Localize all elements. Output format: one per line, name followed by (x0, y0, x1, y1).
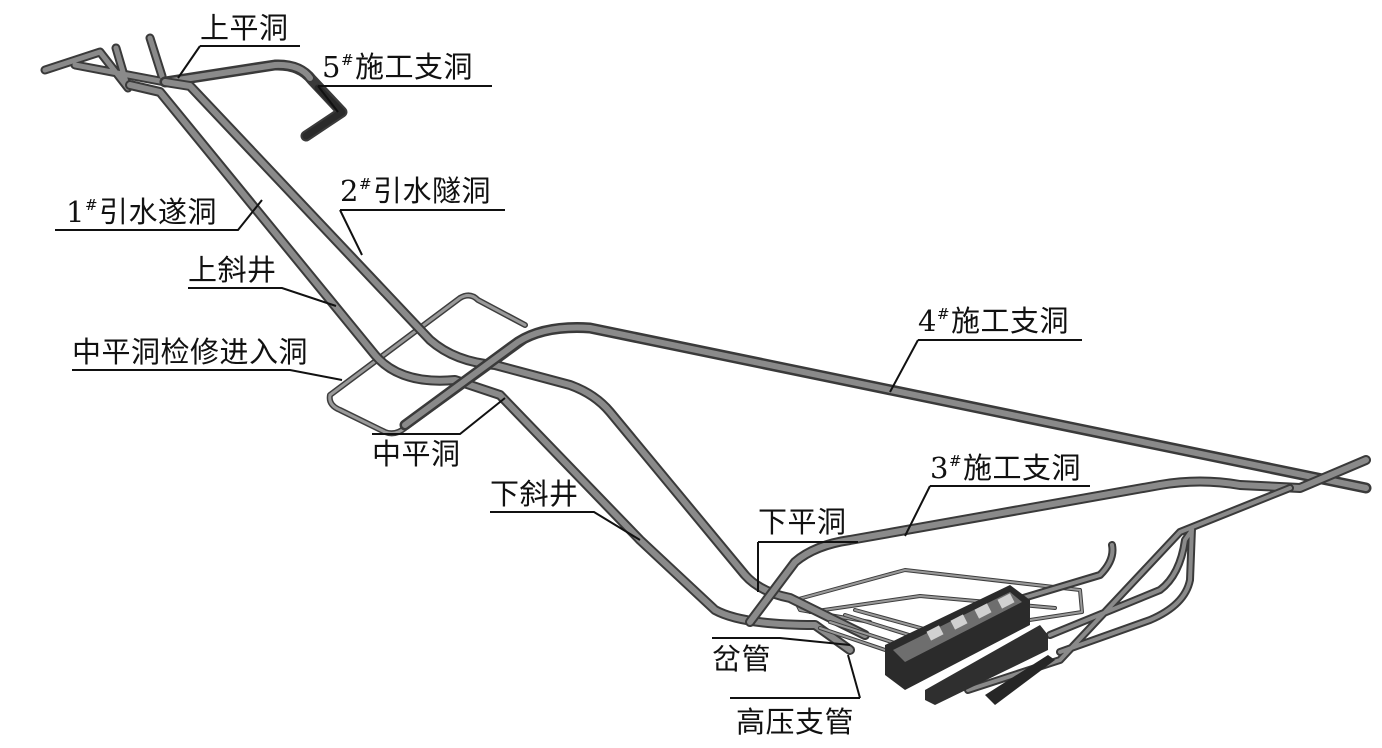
leader-lines (55, 45, 1090, 699)
label-hp-branch-pipe: 高压支管 (736, 708, 854, 737)
label-text: 施工支洞 (355, 50, 474, 84)
label-adit3: 3#施工支洞 (930, 454, 1081, 483)
label-text: 中平洞检修进入洞 (72, 335, 309, 369)
middle-access-loop (326, 292, 543, 437)
label-adit5: 5#施工支洞 (322, 53, 473, 82)
label-number: 1 (66, 195, 85, 229)
label-upper-flat-tunnel: 上平洞 (200, 14, 289, 43)
label-text: 上斜井 (188, 253, 277, 287)
adit4-tunnel (399, 322, 1372, 494)
adit3-tunnel (745, 455, 1371, 627)
label-number: 3 (930, 451, 949, 485)
tunnel1-path (125, 80, 855, 655)
label-number: 4 (918, 304, 937, 338)
label-lower-flat-tunnel: 下平洞 (758, 508, 847, 537)
label-number: 2 (340, 174, 359, 208)
label-text: 岔管 (712, 642, 772, 676)
label-lower-incline: 下斜井 (490, 480, 579, 509)
label-text: 下平洞 (758, 505, 847, 539)
label-text: 下斜井 (490, 477, 579, 511)
label-text: 上平洞 (200, 11, 289, 45)
label-mark: # (936, 305, 951, 323)
label-bifurcation: 岔管 (712, 645, 771, 674)
label-text: 施工支洞 (951, 304, 1070, 338)
label-text: 引水隧洞 (373, 174, 492, 208)
label-mark: # (948, 452, 963, 470)
label-adit4: 4#施工支洞 (918, 307, 1069, 336)
label-number: 5 (322, 50, 341, 84)
label-mark: # (358, 175, 373, 193)
upper-portal-stubs (40, 33, 170, 93)
powerhouse-cavern (885, 585, 1055, 705)
tunnel2-path (160, 77, 870, 640)
label-mark: # (340, 51, 355, 69)
label-text: 施工支洞 (963, 451, 1082, 485)
label-text: 中平洞 (372, 437, 461, 471)
hp-branch-pipes (818, 608, 937, 657)
label-tunnel2: 2#引水隧洞 (340, 177, 491, 206)
tailrace-branches (964, 484, 1294, 694)
label-mark: # (84, 196, 99, 214)
label-middle-flat-tunnel: 中平洞 (372, 440, 461, 469)
label-text: 引水遂洞 (99, 195, 218, 229)
label-middle-access-tunnel: 中平洞检修进入洞 (72, 338, 308, 367)
label-upper-incline: 上斜井 (188, 256, 277, 285)
label-text: 高压支管 (736, 705, 855, 739)
label-tunnel1: 1#引水遂洞 (66, 198, 217, 227)
